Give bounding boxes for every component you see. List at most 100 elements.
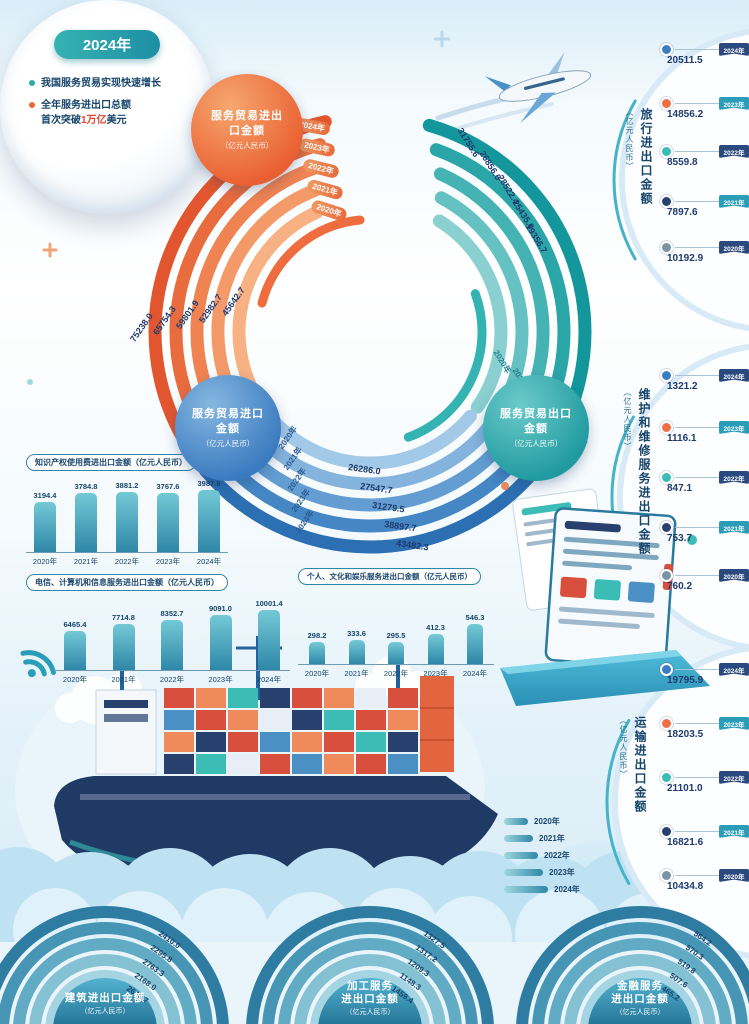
bar-chart-personal-label: 个人、文化和娱乐服务进出口金额（亿元人民币）	[298, 568, 481, 585]
year-flag: 2024年	[719, 43, 749, 56]
bar	[348, 640, 365, 664]
transport-item-2020: 2020年 10434.8	[662, 868, 749, 896]
bar-chart-personal: 个人、文化和娱乐服务进出口金额（亿元人民币） 298.2 333.6 295.5…	[298, 566, 494, 679]
containers	[164, 676, 454, 774]
year-flag: 2020年	[719, 569, 749, 582]
side-circle-travel	[612, 28, 749, 332]
dome-chart-processing	[246, 906, 494, 1024]
bar-chart-ip-plot: 3194.4 3784.8 3881.2 3767.6 3987.9	[26, 477, 228, 553]
bar	[161, 620, 183, 670]
year-flag: 2020年	[719, 869, 749, 882]
dome-chart-construction	[0, 906, 229, 1024]
dot-2024	[662, 371, 671, 380]
bar	[198, 490, 220, 552]
bar	[64, 631, 86, 670]
legend-swatch	[504, 818, 528, 825]
legend-swatch	[504, 835, 533, 842]
ship-bridge	[95, 662, 157, 775]
export-trade-badge: 服务贸易出口金额 （亿元人民币）	[483, 375, 589, 481]
bar-chart-telecom-label: 电信、计算机和信息服务进出口金额（亿元人民币）	[26, 574, 228, 591]
year-flag: 2021年	[719, 521, 749, 534]
legend-row: 2020年	[504, 816, 580, 827]
year-flag: 2024年	[719, 663, 749, 676]
year-flag: 2022年	[719, 471, 749, 484]
dot-2022	[662, 773, 671, 782]
processing-dome-title: 加工服务 进出口金额 （亿元人民币）	[341, 980, 399, 1017]
maintenance-item-2021: 2021年 753.7	[662, 520, 749, 548]
maintenance-item-2020: 2020年 760.2	[662, 568, 749, 596]
total-trade-badge: 服务贸易进出口金额 （亿元人民币）	[191, 74, 303, 186]
legend-row: 2023年	[504, 867, 580, 878]
legend-row: 2021年	[504, 833, 580, 844]
finance-dome-title: 金融服务 进出口金额 （亿元人民币）	[611, 980, 669, 1017]
travel-item-2023: 2023年 14856.2	[662, 96, 749, 124]
dot-2024	[662, 45, 671, 54]
bar-chart-personal-plot: 298.2 333.6 295.5 412.3 546.3	[298, 611, 494, 665]
year-flag: 2020年	[719, 241, 749, 254]
year-flag: 2022年	[719, 771, 749, 784]
leader-line	[675, 49, 720, 50]
travel-title: （亿元人民币） 旅行进出口金额	[625, 108, 653, 206]
dot-2024	[662, 665, 671, 674]
dot-2020	[662, 243, 671, 252]
year-flag: 2023年	[719, 97, 749, 110]
dot-2021	[662, 197, 671, 206]
year-flag: 2022年	[719, 145, 749, 158]
center-summary-circle: 2024年 我国服务贸易实现快速增长 全年服务进出口总额 首次突破1万亿美元	[0, 0, 214, 214]
year-flag: 2021年	[719, 825, 749, 838]
travel-item-2021: 2021年 7897.6	[662, 194, 749, 222]
bar	[75, 493, 97, 552]
legend-row: 2024年	[504, 884, 580, 895]
bullet-dot-teal	[29, 80, 35, 86]
summary-bullet-2: 全年服务进出口总额 首次突破1万亿美元	[29, 98, 185, 128]
bar	[209, 615, 232, 670]
bar	[116, 492, 138, 552]
year-legend: 2020年 2021年 2022年 2023年 2024年	[504, 816, 580, 901]
dot-2021	[662, 523, 671, 532]
dome-chart-finance	[516, 906, 749, 1024]
bar	[258, 610, 280, 670]
airplane-illustration	[435, 52, 592, 132]
arc-chart-import	[198, 409, 542, 554]
sparkle-decorations	[27, 30, 451, 385]
dot-2022	[662, 147, 671, 156]
travel-item-2022: 2022年 8559.8	[662, 144, 749, 172]
bar-chart-telecom: 电信、计算机和信息服务进出口金额（亿元人民币） 6465.4 7714.8 83…	[26, 572, 290, 685]
bar	[309, 642, 325, 664]
dot-2021	[662, 827, 671, 836]
dot-2022	[662, 473, 671, 482]
transport-item-2022: 2022年 21101.0	[662, 770, 749, 798]
bar-chart-ip-label: 知识产权使用费进出口金额（亿元人民币）	[26, 454, 196, 471]
year-flag: 2023年	[719, 717, 749, 730]
legend-swatch	[504, 869, 543, 876]
legend-swatch	[504, 886, 548, 893]
transport-item-2024: 2024年 19795.9	[662, 662, 749, 690]
year-flag: 2023年	[719, 421, 749, 434]
transport-item-2021: 2021年 16821.6	[662, 824, 749, 852]
bar	[388, 642, 404, 664]
bullet-dot-orange	[29, 102, 35, 108]
center-ring-accents	[257, 215, 487, 442]
maintenance-title: （亿元人民币） 维护和维修服务进出口金额	[623, 388, 651, 556]
construction-dome-title: 建筑进出口金额 （亿元人民币）	[64, 992, 146, 1016]
maintenance-item-2024: 2024年 1321.2	[662, 368, 749, 396]
year-flag: 2021年	[719, 195, 749, 208]
year-flag: 2024年	[719, 369, 749, 382]
side-circle-transport	[605, 645, 749, 959]
summary-bullet-1-text: 我国服务贸易实现快速增长	[41, 78, 161, 89]
maintenance-item-2023: 2023年 1116.1	[662, 420, 749, 448]
dot-2020	[662, 571, 671, 580]
laptop-illustration	[500, 482, 710, 706]
summary-bullet-1: 我国服务贸易实现快速增长	[29, 76, 185, 91]
travel-item-2024: 2024年 20511.5	[662, 42, 749, 70]
dot-2020	[662, 871, 671, 880]
bar	[427, 634, 444, 664]
bar	[112, 624, 135, 670]
dot-2023	[662, 719, 671, 728]
year-2024-badge: 2024年	[54, 30, 160, 59]
dot-2023	[662, 423, 671, 432]
